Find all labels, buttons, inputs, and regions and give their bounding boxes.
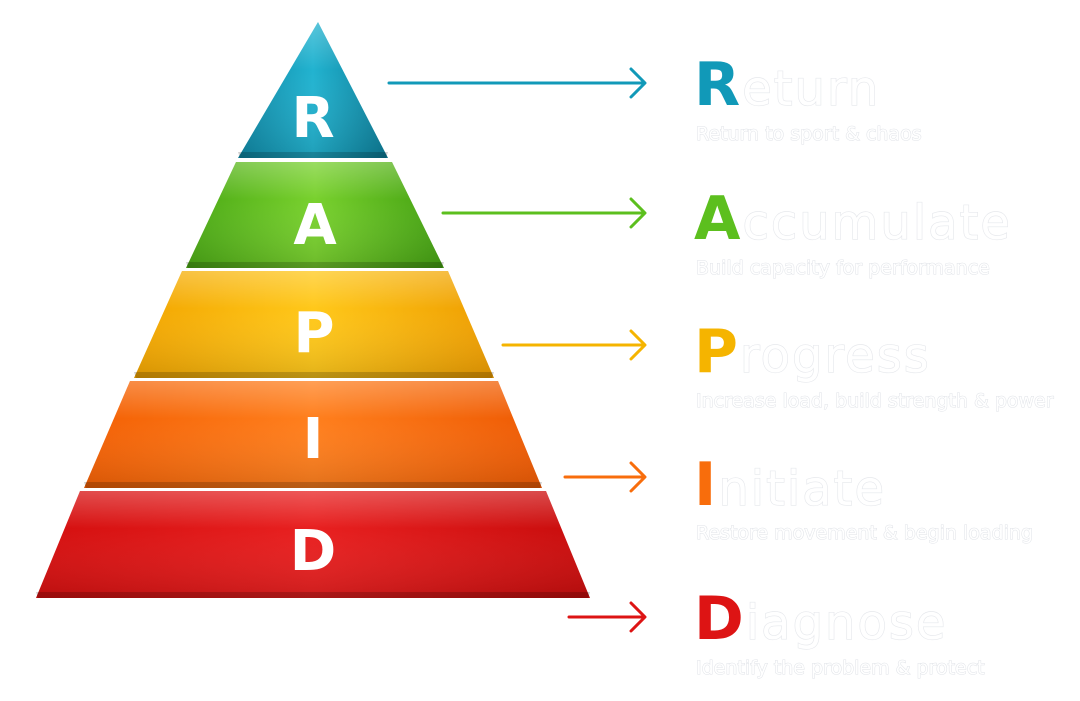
arrow-head-icon: [629, 329, 647, 361]
tier-shading-return: [238, 22, 388, 158]
tier-word-initial: A: [694, 184, 741, 254]
tier-word-rest: rogress: [740, 328, 931, 384]
tier-description-return: Return to sport & chaos: [696, 123, 922, 145]
tier-ledge-return: [238, 152, 388, 158]
tier-letter-progress: P: [293, 301, 334, 366]
tier-ledge-diagnose: [36, 592, 590, 598]
pyramid-tier-diagnose: D: [36, 491, 590, 598]
tier-word-rest: eturn: [742, 61, 880, 117]
tier-word-initial: I: [694, 450, 716, 520]
tier-word-accumulate: Accumulate: [694, 184, 1012, 254]
pyramid-tier-progress: P: [134, 271, 494, 378]
tier-word-progress: Progress: [694, 317, 931, 387]
arrow-progress: [501, 329, 647, 361]
tier-word-rest: nitiate: [718, 461, 886, 517]
tier-description-diagnose: Identify the problem & protect: [696, 657, 985, 679]
arrow-head-icon: [629, 601, 647, 633]
arrow-initiate: [563, 461, 647, 493]
tier-description-initiate: Restore movement & begin loading: [696, 522, 1033, 544]
arrow-diagnose: [567, 601, 647, 633]
tier-word-initial: R: [694, 50, 740, 120]
tier-word-diagnose: Diagnose: [694, 584, 947, 654]
arrow-return: [387, 67, 647, 99]
tier-ledge-progress: [134, 372, 494, 378]
tier-word-initial: P: [694, 317, 738, 387]
tier-ledge-initiate: [84, 482, 542, 488]
tier-description-accumulate: Build capacity for performance: [696, 257, 990, 279]
pyramid-tier-return: R: [238, 22, 388, 158]
arrow-head-icon: [629, 461, 647, 493]
tier-description-progress: Increase load, build strength & power: [696, 390, 1054, 412]
tier-word-rest: ccumulate: [742, 195, 1011, 251]
arrow-head-icon: [629, 197, 647, 229]
tier-shading-initiate: [84, 381, 542, 488]
tier-shading-progress: [134, 271, 494, 378]
tier-shading-diagnose: [36, 491, 590, 598]
pyramid-tier-initiate: I: [84, 381, 542, 488]
arrow-accumulate: [441, 197, 647, 229]
tier-word-initial: D: [694, 584, 744, 654]
arrows: [387, 67, 647, 633]
pyramid-tier-accumulate: A: [186, 162, 444, 268]
tier-letter-diagnose: D: [290, 519, 336, 584]
tier-word-initiate: Initiate: [694, 450, 886, 520]
tier-ledge-accumulate: [186, 262, 444, 268]
tier-shading-accumulate: [186, 162, 444, 268]
tier-letter-accumulate: A: [293, 193, 337, 258]
tier-letter-return: R: [291, 86, 334, 151]
arrow-head-icon: [629, 67, 647, 99]
tier-letter-initiate: I: [303, 407, 324, 472]
tier-word-rest: iagnose: [746, 595, 948, 651]
tier-word-return: Return: [694, 50, 880, 120]
